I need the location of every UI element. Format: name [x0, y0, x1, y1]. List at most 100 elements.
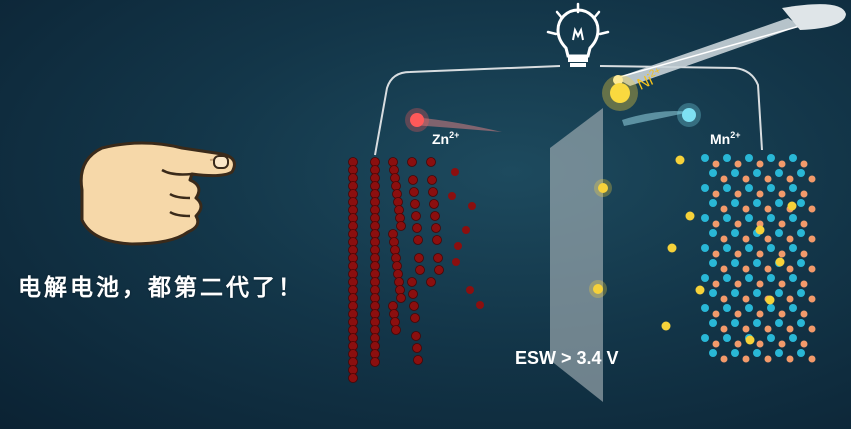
manganese-atom — [753, 169, 761, 177]
oxygen-atom — [742, 355, 750, 363]
oxygen-atom — [720, 295, 728, 303]
mno2-cathode — [701, 154, 816, 363]
oxygen-atom — [712, 250, 720, 258]
zinc-atom — [407, 277, 417, 287]
pointing-hand-icon — [79, 141, 236, 246]
zinc-atom — [409, 187, 419, 197]
zinc-atom — [431, 223, 441, 233]
manganese-atom — [789, 334, 797, 342]
manganese-atom — [775, 319, 783, 327]
oxygen-atom — [734, 160, 742, 168]
oxygen-atom — [778, 310, 786, 318]
oxygen-atom — [808, 325, 816, 333]
zinc-atom — [392, 189, 402, 199]
manganese-atom — [723, 184, 731, 192]
manganese-atom — [701, 184, 709, 192]
zinc-atom — [395, 213, 405, 223]
zinc-atom — [409, 301, 419, 311]
zinc-atom — [451, 168, 459, 176]
manganese-atom — [709, 229, 717, 237]
manganese-atom — [709, 319, 717, 327]
manganese-atom — [753, 319, 761, 327]
manganese-atom — [767, 214, 775, 222]
oxygen-atom — [720, 355, 728, 363]
manganese-atom — [775, 349, 783, 357]
caption-text: 电解电池，都第二代了！ — [18, 275, 304, 301]
oxygen-atom — [808, 175, 816, 183]
zinc-atom — [476, 301, 484, 309]
oxygen-atom — [764, 325, 772, 333]
oxygen-atom — [734, 220, 742, 228]
zinc-atom — [429, 199, 439, 209]
pipette-icon — [613, 4, 846, 86]
manganese-atom — [797, 259, 805, 267]
oxygen-atom — [742, 205, 750, 213]
zinc-atom — [454, 242, 462, 250]
oxygen-atom — [756, 220, 764, 228]
zinc-atom — [412, 343, 422, 353]
manganese-atom — [701, 154, 709, 162]
zinc-atom — [426, 157, 436, 167]
zinc-atom — [407, 157, 417, 167]
zinc-atom — [432, 235, 442, 245]
manganese-atom — [731, 169, 739, 177]
manganese-atom — [797, 169, 805, 177]
zinc-atom — [396, 293, 406, 303]
manganese-atom — [797, 349, 805, 357]
manganese-atom — [723, 244, 731, 252]
oxygen-atom — [756, 280, 764, 288]
manganese-atom — [797, 289, 805, 297]
oxygen-atom — [778, 340, 786, 348]
manganese-atom — [701, 274, 709, 282]
nickel-dots — [661, 155, 797, 345]
oxygen-atom — [720, 175, 728, 183]
nickel-ion — [745, 335, 755, 345]
light-bulb-icon — [546, 2, 610, 67]
nickel-ion — [775, 257, 785, 267]
manganese-atom — [723, 304, 731, 312]
oxygen-atom — [764, 235, 772, 243]
oxygen-atom — [712, 310, 720, 318]
manganese-atom — [775, 289, 783, 297]
manganese-atom — [753, 349, 761, 357]
oxygen-atom — [720, 265, 728, 273]
manganese-atom — [767, 334, 775, 342]
nickel-ion — [675, 155, 685, 165]
manganese-atom — [797, 319, 805, 327]
oxygen-atom — [742, 175, 750, 183]
zinc-atom — [393, 269, 403, 279]
oxygen-atom — [786, 295, 794, 303]
manganese-atom — [789, 244, 797, 252]
zinc-atom — [413, 355, 423, 365]
oxygen-atom — [808, 205, 816, 213]
nickel-ion — [695, 285, 705, 295]
oxygen-atom — [778, 280, 786, 288]
manganese-atom — [731, 289, 739, 297]
manganese-atom — [701, 304, 709, 312]
oxygen-atom — [786, 265, 794, 273]
oxygen-atom — [800, 190, 808, 198]
zinc-atom — [434, 265, 444, 275]
oxygen-atom — [712, 340, 720, 348]
oxygen-atom — [808, 355, 816, 363]
oxygen-atom — [756, 190, 764, 198]
manganese-atom — [789, 304, 797, 312]
manganese-atom — [745, 154, 753, 162]
zinc-atom — [388, 229, 398, 239]
oxygen-atom — [712, 280, 720, 288]
mn-ion-streak — [622, 103, 701, 127]
manganese-atom — [723, 154, 731, 162]
zinc-atom — [448, 192, 456, 200]
oxygen-atom — [800, 220, 808, 228]
zinc-atom — [396, 221, 406, 231]
manganese-atom — [731, 199, 739, 207]
oxygen-atom — [778, 190, 786, 198]
oxygen-atom — [808, 295, 816, 303]
manganese-atom — [723, 274, 731, 282]
manganese-atom — [709, 349, 717, 357]
oxygen-atom — [720, 205, 728, 213]
oxygen-atom — [786, 175, 794, 183]
zinc-atom — [415, 265, 425, 275]
manganese-atom — [789, 154, 797, 162]
